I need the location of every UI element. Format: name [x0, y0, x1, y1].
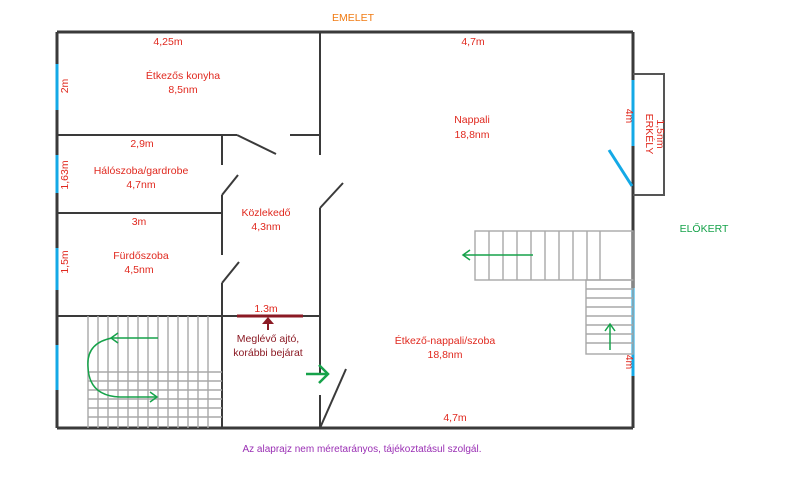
bedroom-name: Hálószoba/gardrobe: [94, 165, 189, 177]
dim-balcony-side: 4m: [623, 109, 635, 124]
right-stair-arrows: [461, 249, 616, 350]
living-area: 18,8nm: [454, 129, 489, 141]
dim-living-width: 4,7m: [461, 36, 485, 48]
bathroom-name: Fürdőszoba: [113, 250, 169, 262]
outer-walls: [55, 30, 635, 430]
left-staircase: [87, 316, 222, 428]
balcony-area: 1,5nm: [654, 119, 666, 148]
corridor-name: Közlekedő: [241, 207, 290, 219]
dining-name: Étkező-nappali/szoba: [395, 334, 496, 347]
door-note-line1: Meglévő ajtó,: [237, 333, 299, 345]
footnote: Az alaprajz nem méretarányos, tájékoztat…: [242, 444, 481, 455]
dim-bathroom-height: 1,5m: [59, 250, 71, 274]
garden-label: ELŐKERT: [680, 221, 729, 235]
balcony-name: ERKÉLY: [643, 114, 656, 155]
right-staircase-upper: [474, 230, 634, 281]
corridor-area: 4,3nm: [251, 221, 280, 233]
dim-dining-side: 4m: [623, 355, 635, 370]
door-note-line2: korábbi bejárat: [233, 347, 303, 359]
dim-kitchen-width: 4,25m: [153, 36, 182, 48]
dining-area: 18,8nm: [427, 349, 462, 361]
inner-walls: [57, 32, 347, 429]
kitchen-name: Étkezős konyha: [146, 69, 220, 82]
balcony-outline: [633, 73, 665, 196]
dim-bedroom-width: 2,9m: [130, 138, 154, 150]
bathroom-area: 4,5nm: [124, 264, 153, 276]
kitchen-area: 8,5nm: [168, 84, 197, 96]
living-name: Nappali: [454, 114, 490, 126]
entrance-arrow-icon: [306, 364, 330, 384]
bedroom-area: 4,7nm: [126, 179, 155, 191]
floor-label: EMELET: [332, 12, 375, 24]
dim-bathroom-width: 3m: [132, 216, 147, 228]
left-stair-arrow: [87, 332, 159, 403]
dim-dining-width: 4,7m: [443, 412, 467, 424]
dim-bedroom-height: 1,63m: [59, 160, 71, 189]
dim-door-width: 1.3m: [254, 303, 278, 315]
door-arrow: [262, 317, 274, 330]
dim-kitchen-height: 2m: [59, 78, 71, 93]
